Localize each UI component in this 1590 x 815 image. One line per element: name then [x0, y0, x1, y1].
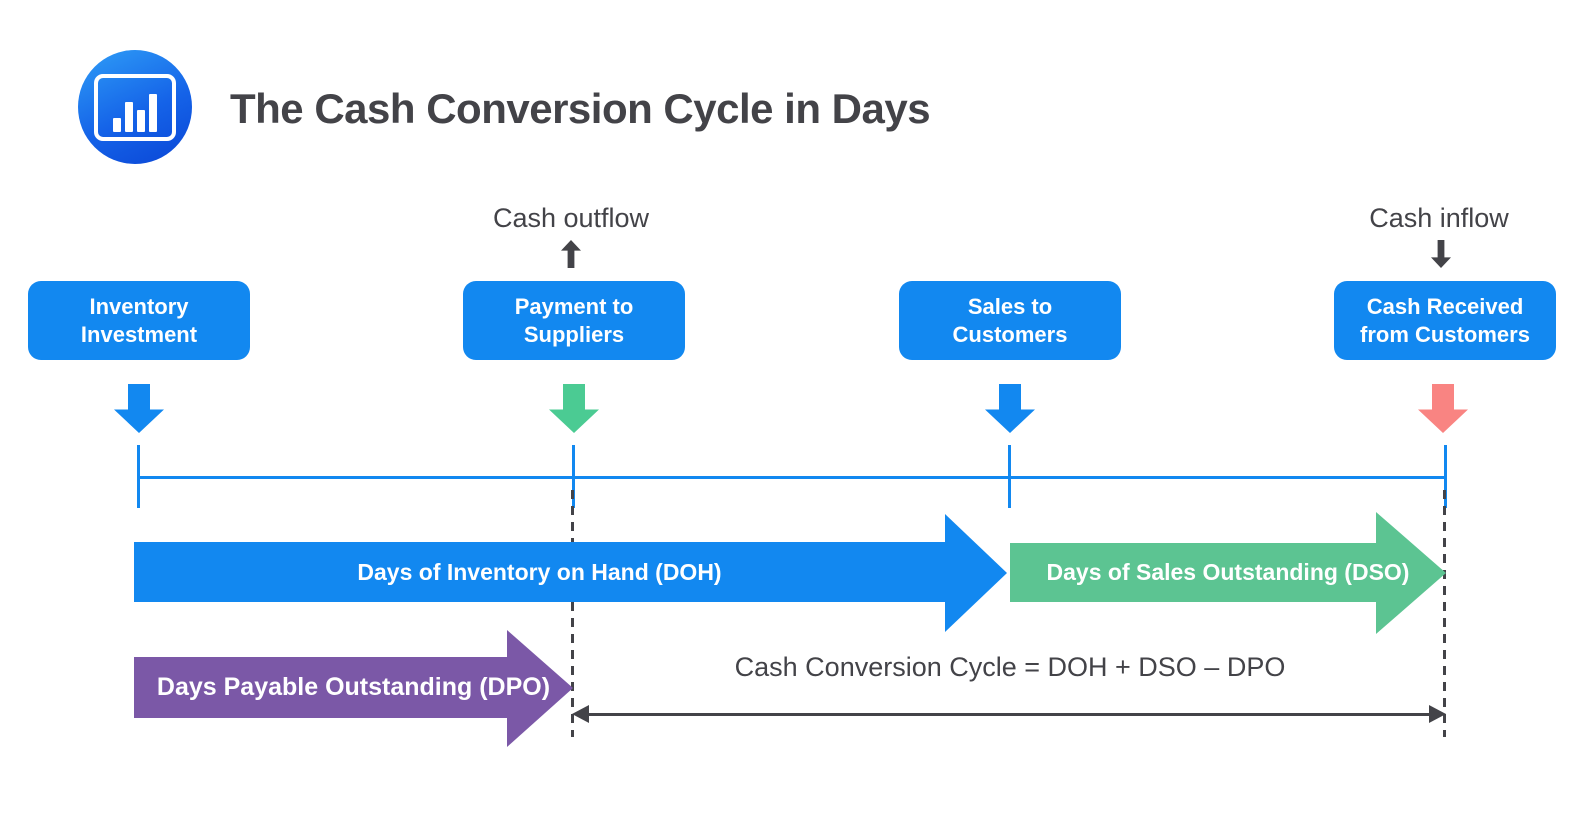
timeline-tick [1008, 445, 1011, 508]
page-title: The Cash Conversion Cycle in Days [230, 85, 931, 132]
stage-box-payment-to-suppliers: Payment to Suppliers [463, 281, 685, 360]
down-block-arrow-icon [1418, 384, 1468, 433]
ccc-span-arrow [586, 713, 1432, 716]
dpo-arrow: Days Payable Outstanding (DPO) [134, 630, 573, 747]
stage-box-inventory-investment: Inventory Investment [28, 281, 250, 360]
dso-arrow-label: Days of Sales Outstanding (DSO) [1046, 559, 1410, 585]
dso-arrow: Days of Sales Outstanding (DSO) [1010, 512, 1446, 634]
right-arrowhead-icon [1429, 705, 1446, 723]
cash-inflow-label: Cash inflow [1369, 203, 1509, 233]
stage-box-cash-received: Cash Received from Customers [1334, 281, 1556, 360]
timeline-tick [572, 445, 575, 508]
dashed-guide-line [571, 490, 574, 737]
up-arrow-icon [561, 240, 581, 268]
doh-arrow: Days of Inventory on Hand (DOH) [134, 514, 1007, 632]
timeline-tick [1444, 445, 1447, 508]
doh-arrow-label: Days of Inventory on Hand (DOH) [357, 558, 722, 585]
down-block-arrow-icon [549, 384, 599, 433]
dpo-arrow-label: Days Payable Outstanding (DPO) [156, 673, 551, 701]
cash-outflow-label: Cash outflow [492, 203, 650, 233]
timeline-tick [137, 445, 140, 508]
left-arrowhead-icon [572, 705, 589, 723]
bar-chart-icon [78, 50, 192, 164]
down-arrow-icon [1431, 240, 1451, 268]
down-block-arrow-icon [985, 384, 1035, 433]
stage-box-sales-to-customers: Sales to Customers [899, 281, 1121, 360]
ccc-formula: Cash Conversion Cycle = DOH + DSO – DPO [734, 652, 1286, 682]
bar-chart-icon-frame [94, 73, 176, 141]
down-block-arrow-icon [114, 384, 164, 433]
timeline [139, 476, 1447, 479]
